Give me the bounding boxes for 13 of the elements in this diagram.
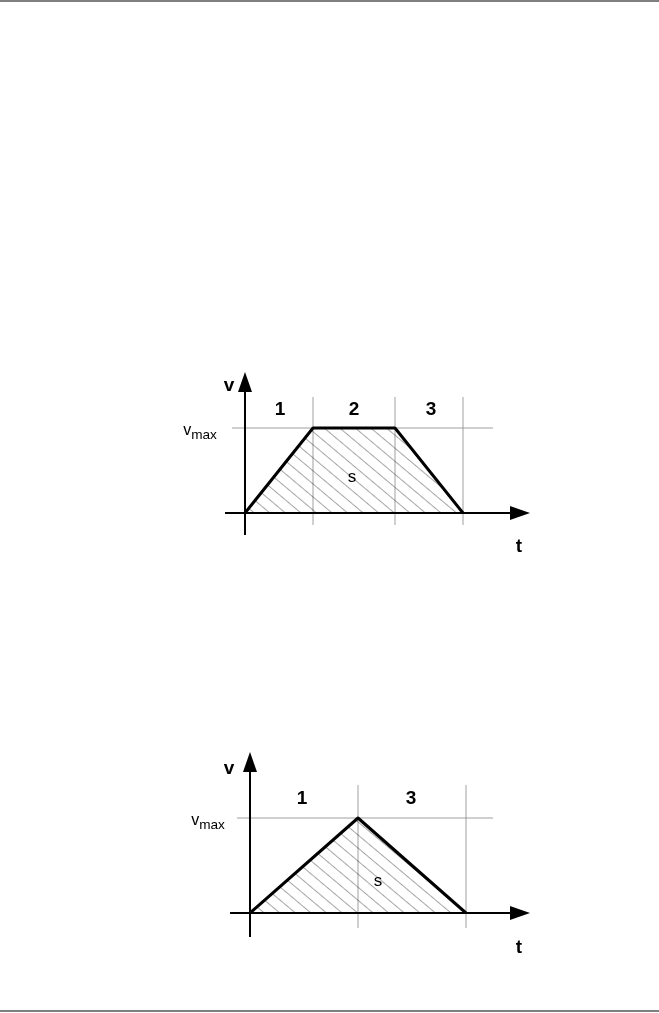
axis-value-label: v$_{max}$ [191, 812, 225, 832]
phase-number: 3 [425, 398, 437, 418]
axis-label: v [223, 757, 235, 777]
axis-value-label: v$_{max}$ [183, 422, 217, 442]
phase-number: 3 [405, 787, 417, 807]
area-label: s [373, 871, 383, 889]
phase-number: 2 [348, 398, 360, 418]
axis-label: t [515, 936, 523, 956]
area-label: s [347, 467, 357, 485]
phase-number: 1 [296, 787, 308, 807]
axis-label: v [223, 374, 235, 394]
phase-number: 1 [274, 398, 286, 418]
axis-label: t [515, 535, 523, 555]
